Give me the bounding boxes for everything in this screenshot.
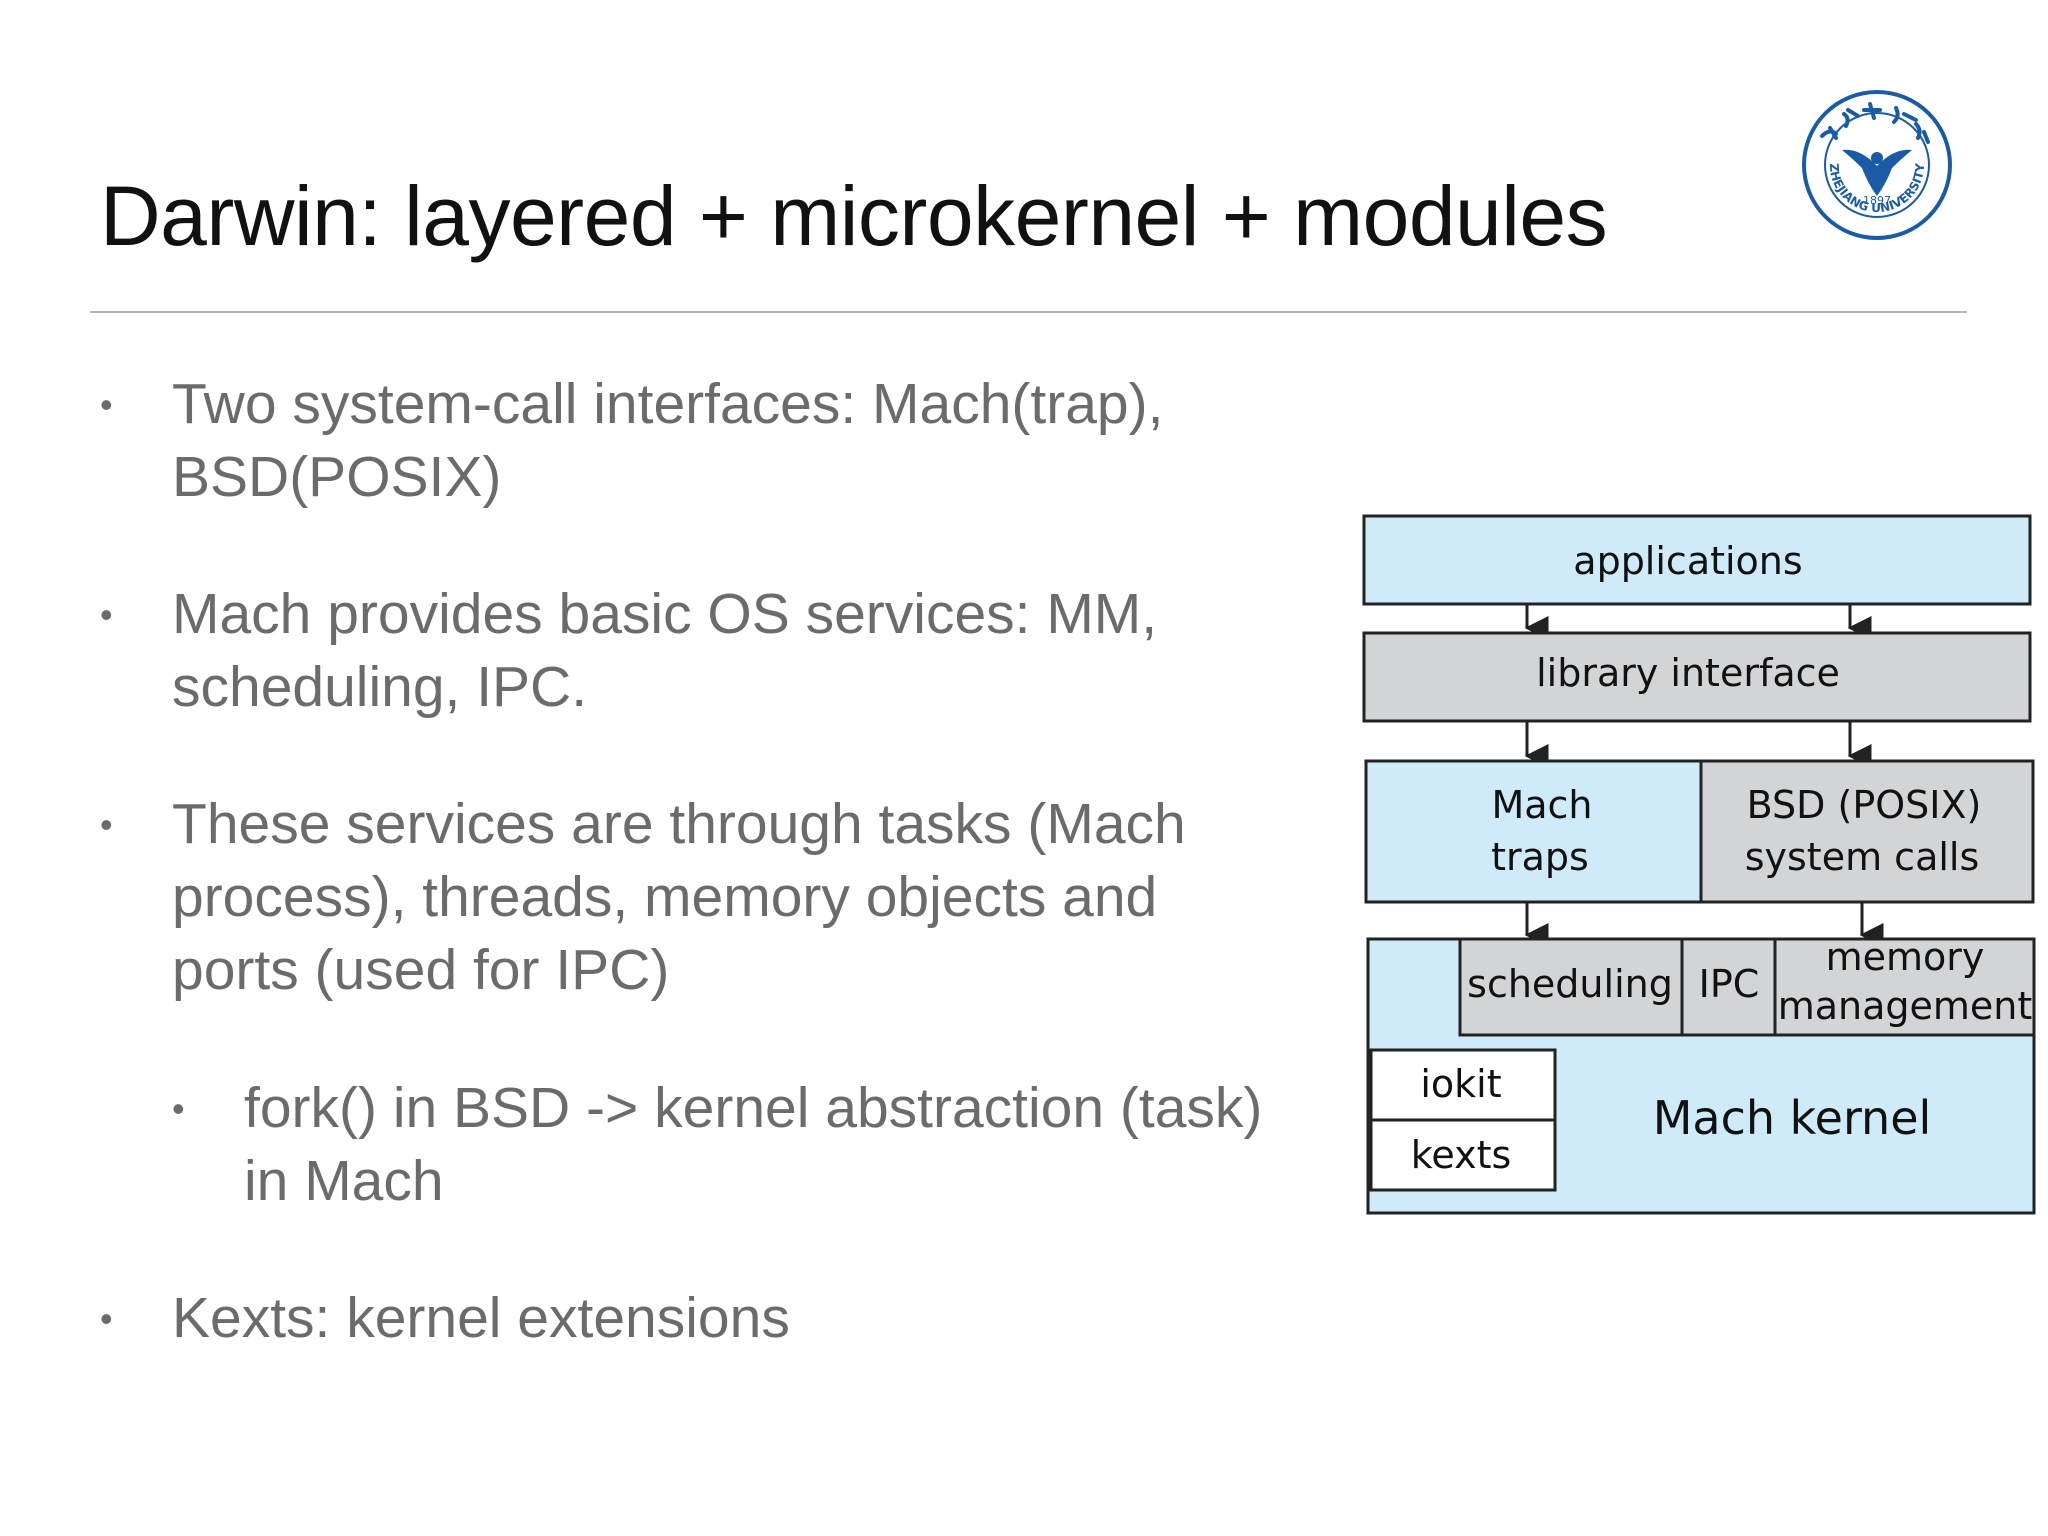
bullet-dot: • [100,594,113,635]
bsd-calls-line: BSD (POSIX) [1747,783,1982,827]
bullet-line: scheduling, IPC. [172,655,588,719]
applications-layer: applications [1362,514,2032,606]
ipc-label: IPC [1699,962,1760,1006]
bullet-line: Mach provides basic OS services: MM, [172,582,1158,646]
bullet-line: process), threads, memory objects and [172,865,1158,929]
bullet-line: fork() in BSD -> kernel abstraction (tas… [244,1076,1263,1140]
mach-traps-box: Mach traps [1364,759,1703,904]
title-divider [90,311,1967,313]
memory-management-line: management [1778,984,2033,1028]
mach-kernel-label: Mach kernel [1653,1091,1932,1145]
memory-management-line: memory [1826,935,1985,979]
bullet-line: Two system-call interfaces: Mach(trap), [172,372,1164,436]
slide-title: Darwin: layered + microkernel + modules [100,169,1608,263]
kexts-box: kexts [1369,1118,1557,1192]
bullet-dot: • [100,804,113,845]
scheduling-box: scheduling [1458,937,1684,1037]
mach-traps-line: traps [1491,835,1589,879]
kexts-label: kexts [1411,1133,1512,1177]
bullet-line: ports (used for IPC) [172,938,670,1002]
bsd-system-calls-box: BSD (POSIX) system calls [1699,759,2035,904]
scheduling-label: scheduling [1467,962,1673,1006]
bsd-calls-line: system calls [1745,835,1980,879]
logo-year: 1897 [1863,194,1891,207]
bullet-line: These services are through tasks (Mach [172,792,1186,856]
bullet-line: Kexts: kernel extensions [172,1286,790,1350]
memory-management-box: memory management [1773,935,2036,1037]
mach-traps-line: Mach [1491,783,1592,827]
iokit-box: iokit [1369,1048,1557,1122]
iokit-label: iokit [1420,1062,1501,1106]
bullet-dot: • [100,1298,113,1339]
applications-label: applications [1573,539,1802,583]
university-logo: 1897 ZHEJIANG UNIVERSITY [1802,90,1952,240]
library-interface-label: library interface [1536,651,1840,695]
bullet-dot: • [172,1088,185,1129]
bullet-line: BSD(POSIX) [172,445,502,509]
library-interface-layer: library interface [1362,631,2032,723]
bullet-line: in Mach [244,1149,444,1213]
ipc-box: IPC [1680,937,1777,1037]
bullet-dot: • [100,384,113,425]
